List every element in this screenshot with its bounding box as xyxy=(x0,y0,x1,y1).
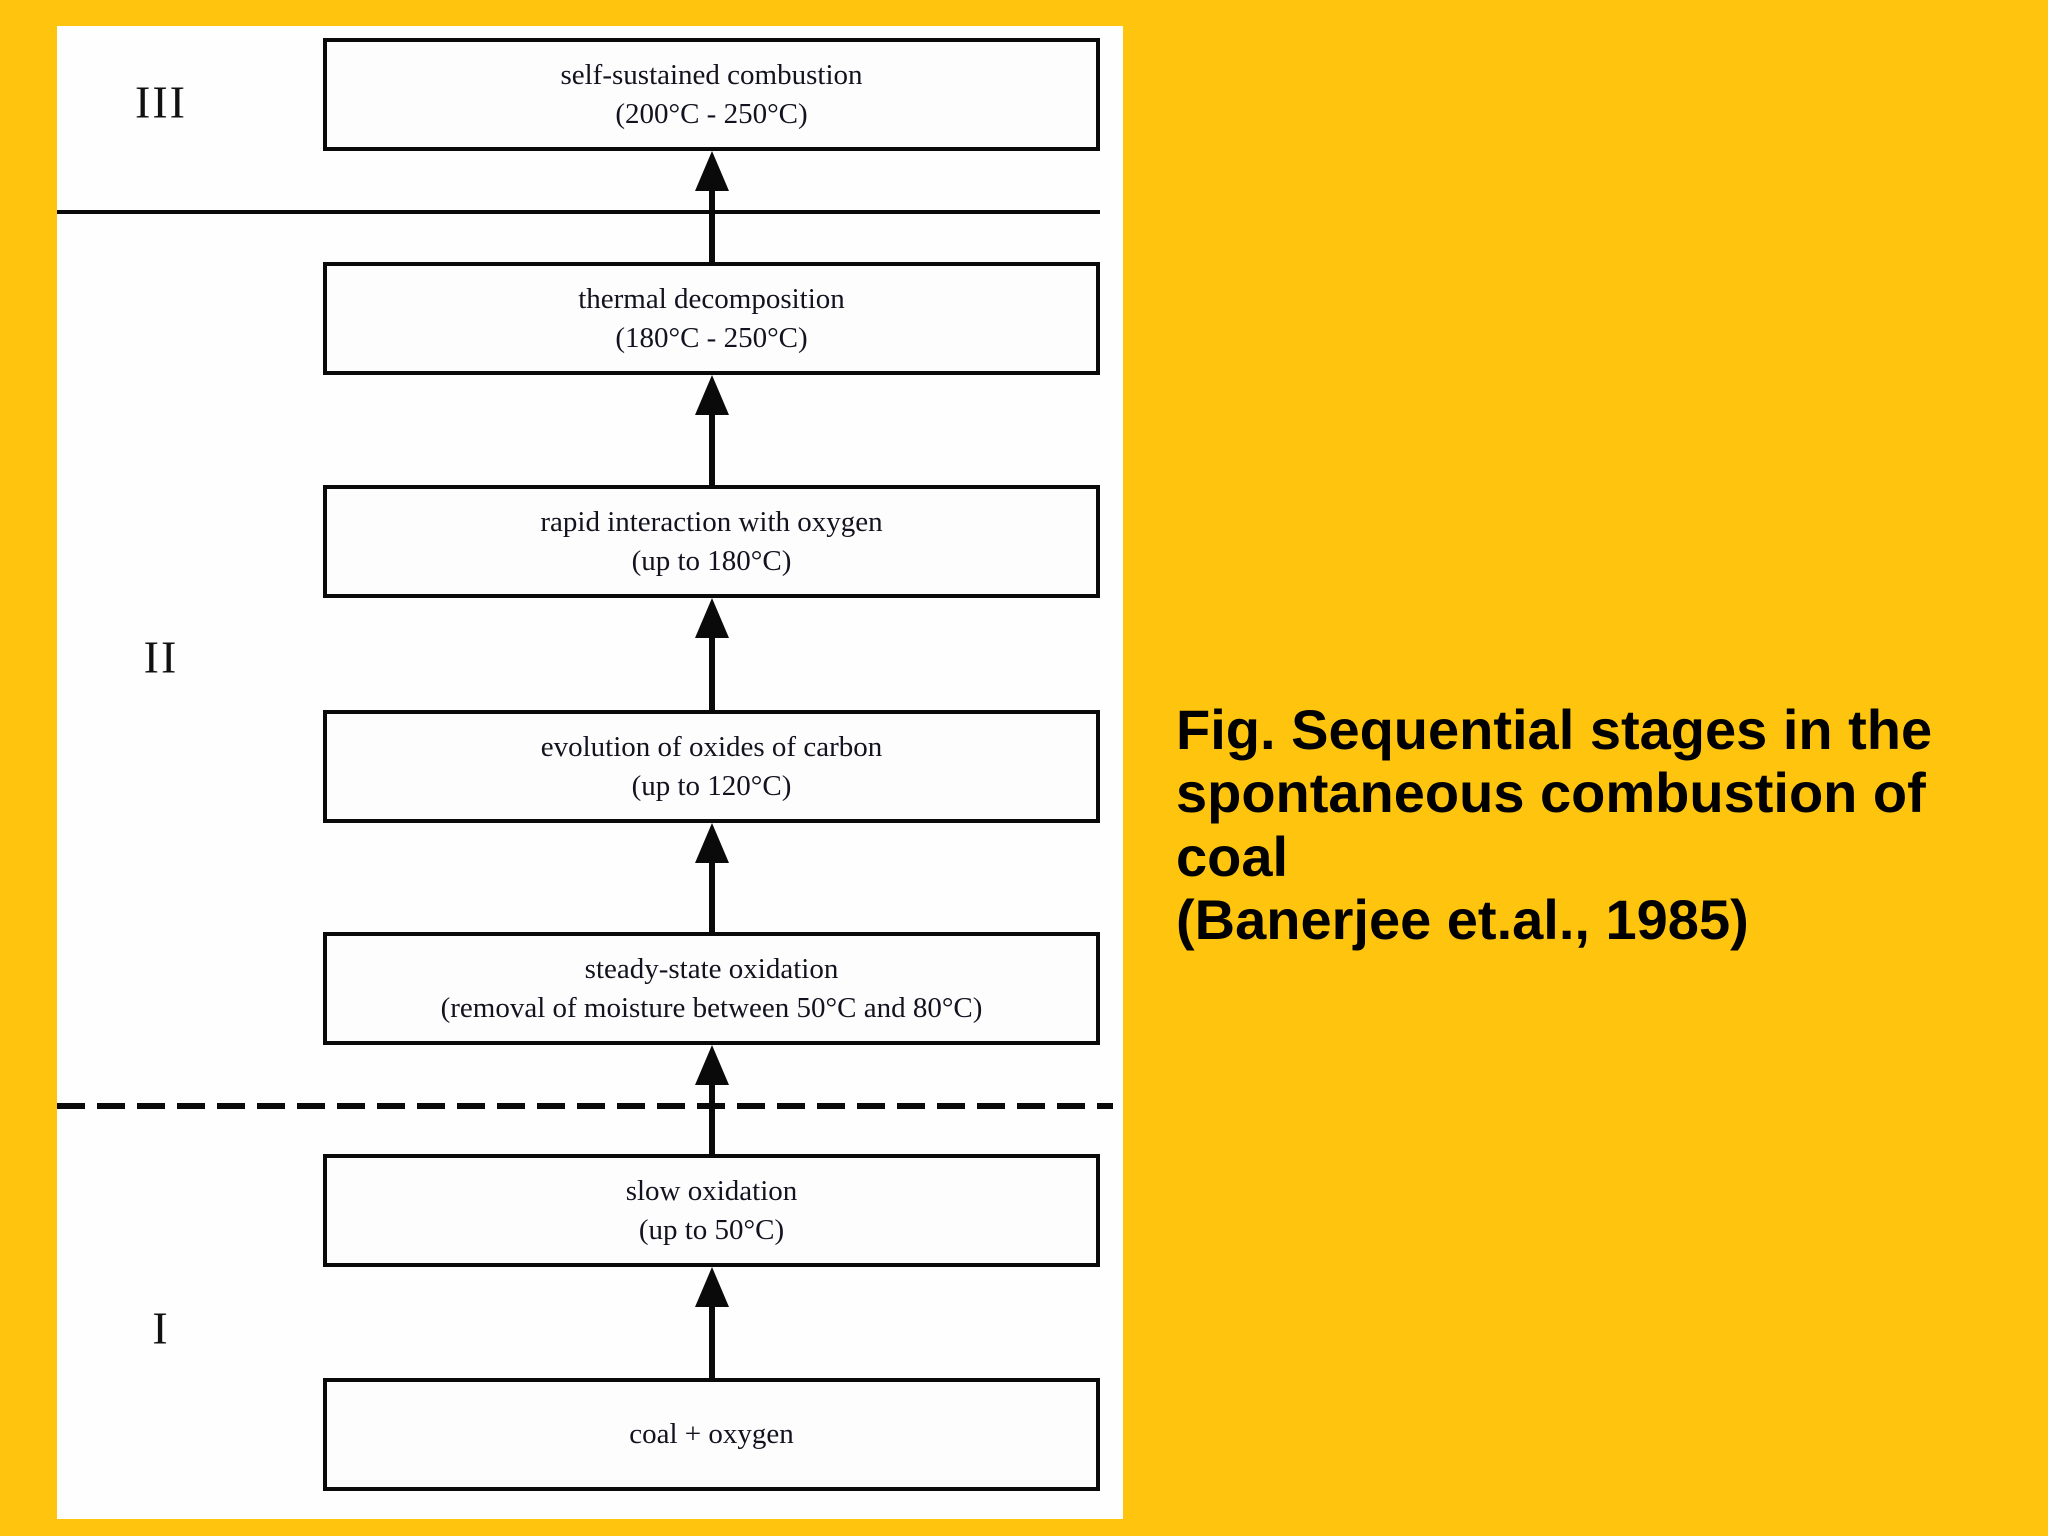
figure-caption: Fig. Sequential stages in the spontaneou… xyxy=(1176,698,2036,951)
flow-box-label: thermal decomposition xyxy=(578,283,845,316)
arrowhead-icon xyxy=(695,1045,729,1085)
flow-box-sublabel: (up to 120°C) xyxy=(631,769,792,802)
stage-label-ii: II xyxy=(143,631,179,683)
up-arrow-icon xyxy=(695,1267,729,1378)
flow-box-steady-state-oxidation: steady-state oxidation (removal of moist… xyxy=(323,932,1100,1045)
flow-box-evolution-of-oxides-of-carbon: evolution of oxides of carbon (up to 120… xyxy=(323,710,1100,823)
up-arrow-icon xyxy=(695,823,729,932)
stage-label-i: I xyxy=(152,1302,170,1354)
arrow-stem xyxy=(709,409,715,485)
stage-divider-solid-line xyxy=(57,210,1100,214)
arrow-stem xyxy=(709,857,715,932)
arrowhead-icon xyxy=(695,823,729,863)
flow-box-sublabel: (removal of moisture between 50°C and 80… xyxy=(440,991,983,1024)
flow-box-label: rapid interaction with oxygen xyxy=(540,506,883,539)
up-arrow-icon xyxy=(695,151,729,262)
up-arrow-icon xyxy=(695,375,729,485)
stage-label-iii: III xyxy=(135,76,187,128)
caption-line: spontaneous combustion of coal xyxy=(1176,761,1926,888)
arrow-stem xyxy=(709,632,715,710)
caption-line: (Banerjee et.al., 1985) xyxy=(1176,887,1749,951)
flow-box-label: evolution of oxides of carbon xyxy=(540,731,883,764)
flow-box-slow-oxidation: slow oxidation (up to 50°C) xyxy=(323,1154,1100,1267)
flow-box-sublabel: (up to 180°C) xyxy=(631,544,792,577)
flow-box-label: slow oxidation xyxy=(625,1175,798,1208)
arrowhead-icon xyxy=(695,375,729,415)
stage-divider-dashed-line xyxy=(57,1103,1113,1109)
flow-box-sublabel: (up to 50°C) xyxy=(638,1213,785,1246)
arrow-stem xyxy=(709,1301,715,1378)
flow-box-label: self-sustained combustion xyxy=(560,59,863,92)
arrow-stem xyxy=(709,185,715,262)
flow-box-thermal-decomposition: thermal decomposition (180°C - 250°C) xyxy=(323,262,1100,375)
flow-box-self-sustained-combustion: self-sustained combustion (200°C - 250°C… xyxy=(323,38,1100,151)
flow-box-sublabel: (180°C - 250°C) xyxy=(615,321,808,354)
caption-line: Fig. Sequential stages in the xyxy=(1176,698,1933,761)
flow-box-label: steady-state oxidation xyxy=(584,953,839,986)
flow-box-sublabel: (200°C - 250°C) xyxy=(615,97,808,130)
arrow-stem xyxy=(709,1079,715,1154)
flow-box-coal-plus-oxygen: coal + oxygen xyxy=(323,1378,1100,1491)
arrowhead-icon xyxy=(695,598,729,638)
flow-box-label: coal + oxygen xyxy=(629,1418,794,1451)
arrowhead-icon xyxy=(695,1267,729,1307)
up-arrow-icon xyxy=(695,1045,729,1154)
flow-box-rapid-interaction-with-oxygen: rapid interaction with oxygen (up to 180… xyxy=(323,485,1100,598)
diagram-panel: III II I self-sustained combustion (200°… xyxy=(57,26,1123,1519)
arrowhead-icon xyxy=(695,151,729,191)
up-arrow-icon xyxy=(695,598,729,710)
